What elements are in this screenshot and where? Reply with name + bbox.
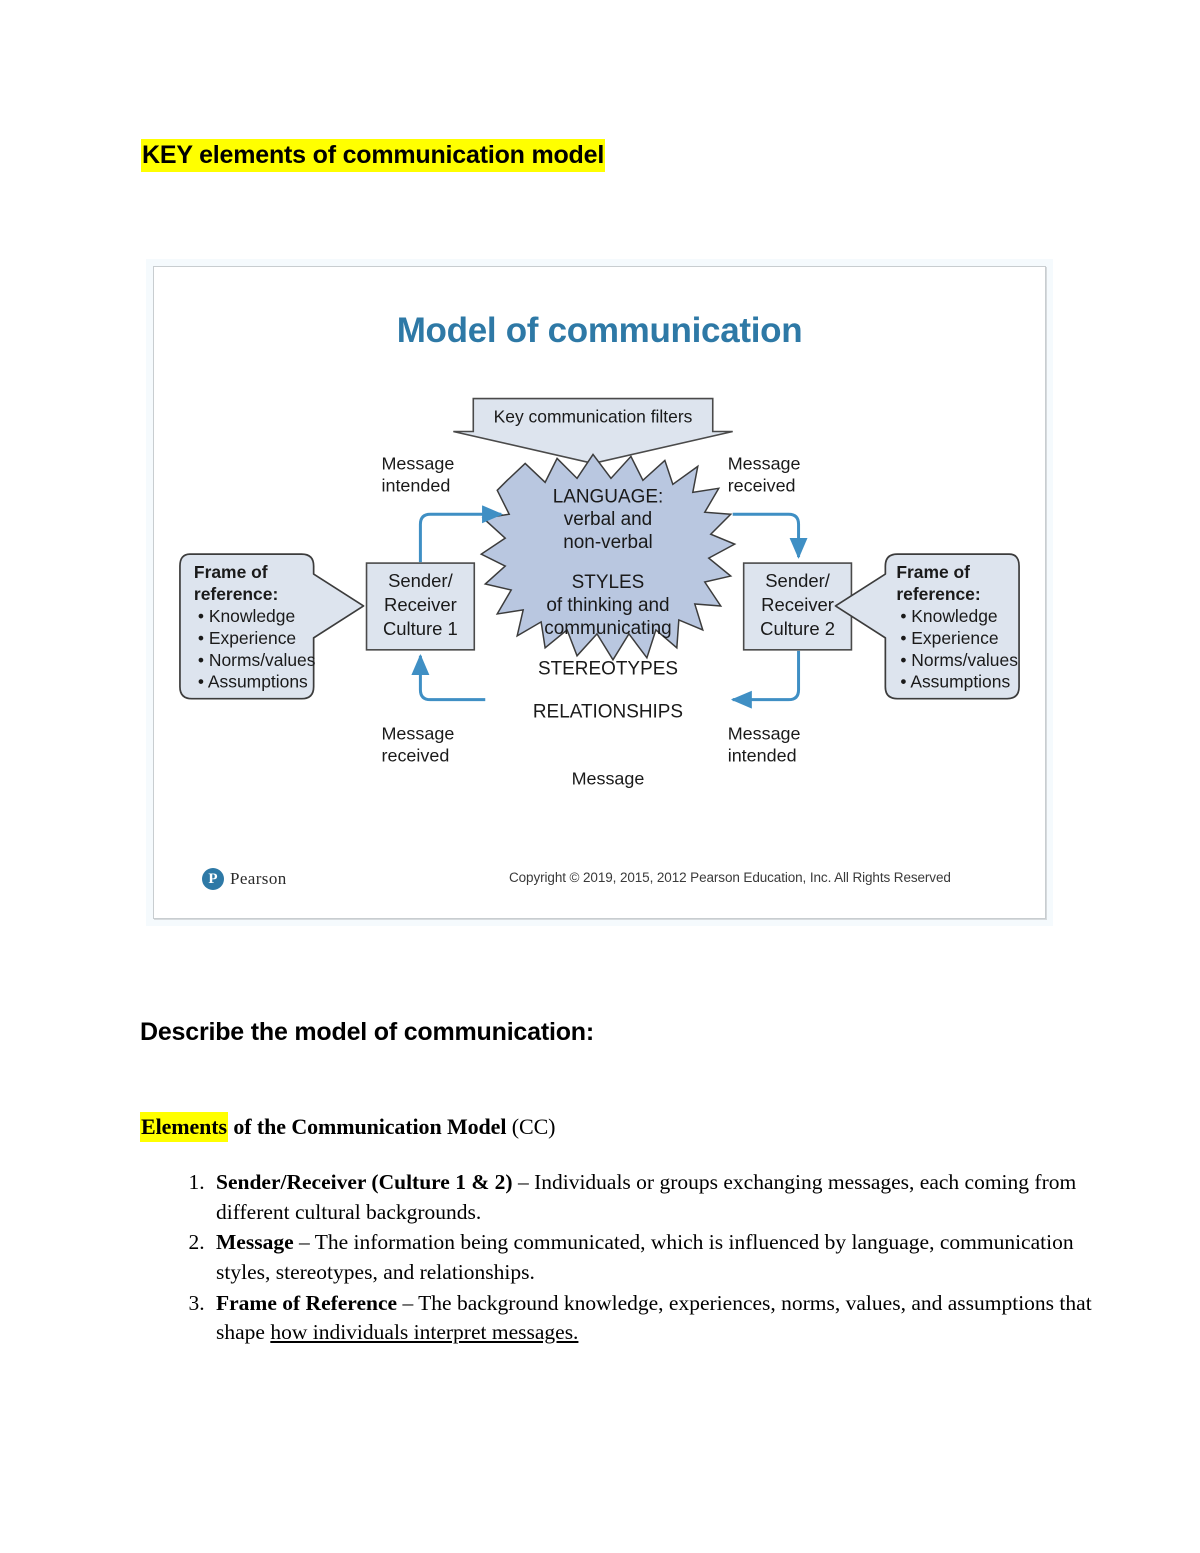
right-frame-item-3: • Assumptions	[900, 672, 1010, 692]
list-item: Sender/Receiver (Culture 1 & 2) – Indivi…	[210, 1168, 1130, 1227]
starburst-line-verbal: verbal and	[564, 509, 652, 530]
label-bottom-left-line2: received	[381, 745, 449, 765]
right-party-box: Sender/ Receiver Culture 2	[742, 562, 853, 651]
right-frame-item-0: • Knowledge	[900, 606, 997, 626]
slide-canvas: Model of communication Key communication…	[153, 266, 1046, 919]
elements-heading-suffix: (CC)	[511, 1114, 556, 1139]
right-frame-item-2: • Norms/values	[900, 650, 1018, 670]
starburst-line-thinking: of thinking and	[546, 595, 669, 616]
list-item-term: Frame of Reference	[216, 1290, 398, 1315]
list-item-text: – The information being communicated, wh…	[216, 1230, 1074, 1284]
right-frame-item-1: • Experience	[900, 628, 998, 648]
copyright-notice: Copyright © 2019, 2015, 2012 Pearson Edu…	[509, 870, 951, 885]
right-party-line3: Culture 2	[760, 618, 835, 639]
starburst-line-relationships: RELATIONSHIPS	[533, 702, 683, 723]
left-party-line2: Receiver	[384, 594, 457, 615]
arrow-message-intended-left	[418, 505, 504, 563]
label-bottom-center: Message	[572, 768, 645, 788]
starburst-line-communicating: communicating	[544, 618, 671, 639]
label-bottom-right-line1: Message	[728, 724, 801, 744]
starburst-line-styles: STYLES	[572, 572, 645, 593]
flow-arrows	[411, 505, 808, 709]
right-frame-title-line1: Frame of	[896, 562, 970, 582]
page-title: KEY elements of communication model	[141, 139, 606, 172]
arrow-message-intended-right	[730, 650, 801, 709]
slide-image-frame: Model of communication Key communication…	[146, 259, 1053, 926]
key-filters-label: Key communication filters	[494, 407, 693, 427]
left-frame-item-3: • Assumptions	[198, 672, 308, 692]
starburst-line-language: LANGUAGE:	[553, 486, 664, 507]
left-frame-item-1: • Experience	[198, 628, 296, 648]
starburst-shape: LANGUAGE: verbal and non-verbal STYLES o…	[479, 453, 737, 723]
label-top-right-line2: received	[728, 475, 796, 495]
list-item-underlined-text: how individuals interpret messages.	[270, 1320, 579, 1345]
label-bottom-right-line2: intended	[728, 745, 797, 765]
right-party-line1: Sender/	[765, 570, 830, 591]
left-frame-of-reference: Frame of reference: • Knowledge • Experi…	[179, 553, 365, 700]
list-item: Frame of Reference – The background know…	[210, 1289, 1130, 1348]
left-frame-item-2: • Norms/values	[198, 650, 316, 670]
list-item: Message – The information being communic…	[210, 1228, 1130, 1287]
elements-heading: Elements of the Communication Model (CC)	[140, 1112, 556, 1142]
right-frame-title-line2: reference:	[896, 584, 980, 604]
elements-heading-highlight: Elements	[140, 1112, 228, 1142]
pearson-logo-word: Pearson	[230, 869, 287, 888]
page-title-text: KEY elements of communication model	[141, 139, 606, 172]
list-item-text: – Individuals or groups exchanging messa…	[216, 1170, 1077, 1224]
communication-model-diagram: Key communication filters LANGUAGE: verb…	[179, 397, 1020, 788]
pearson-logo-icon: P	[202, 868, 224, 890]
elements-heading-rest: of the Communication Model	[227, 1114, 512, 1139]
label-top-left-line1: Message	[381, 453, 454, 473]
left-party-box: Sender/ Receiver Culture 1	[365, 562, 476, 651]
list-item-text: – The background knowledge, experiences,…	[216, 1290, 1092, 1345]
elements-list: Sender/Receiver (Culture 1 & 2) – Indivi…	[140, 1168, 1130, 1349]
describe-heading: Describe the model of communication:	[140, 1018, 594, 1046]
key-filters-banner: Key communication filters	[453, 397, 733, 465]
left-frame-title-line1: Frame of	[194, 562, 268, 582]
arrow-message-received-left	[411, 654, 486, 702]
right-party-line2: Receiver	[761, 594, 834, 615]
label-top-right-line1: Message	[728, 453, 801, 473]
starburst-line-stereotypes: STEREOTYPES	[538, 659, 678, 680]
label-top-left-line2: intended	[381, 475, 450, 495]
message-labels: Message intended Message received Messag…	[381, 453, 800, 788]
arrow-message-received-right	[732, 512, 808, 559]
left-party-line3: Culture 1	[383, 618, 458, 639]
pearson-logo: P Pearson	[202, 868, 287, 890]
left-party-line1: Sender/	[388, 570, 453, 591]
label-bottom-left-line1: Message	[381, 724, 454, 744]
right-frame-of-reference: Frame of reference: • Knowledge • Experi…	[834, 553, 1020, 700]
slide-title: Model of communication	[396, 311, 803, 350]
starburst-line-nonverbal: non-verbal	[563, 532, 653, 553]
list-item-term: Sender/Receiver (Culture 1 & 2)	[216, 1170, 513, 1194]
left-frame-item-0: • Knowledge	[198, 606, 295, 626]
list-item-term: Message	[216, 1230, 294, 1255]
left-frame-title-line2: reference:	[194, 584, 278, 604]
